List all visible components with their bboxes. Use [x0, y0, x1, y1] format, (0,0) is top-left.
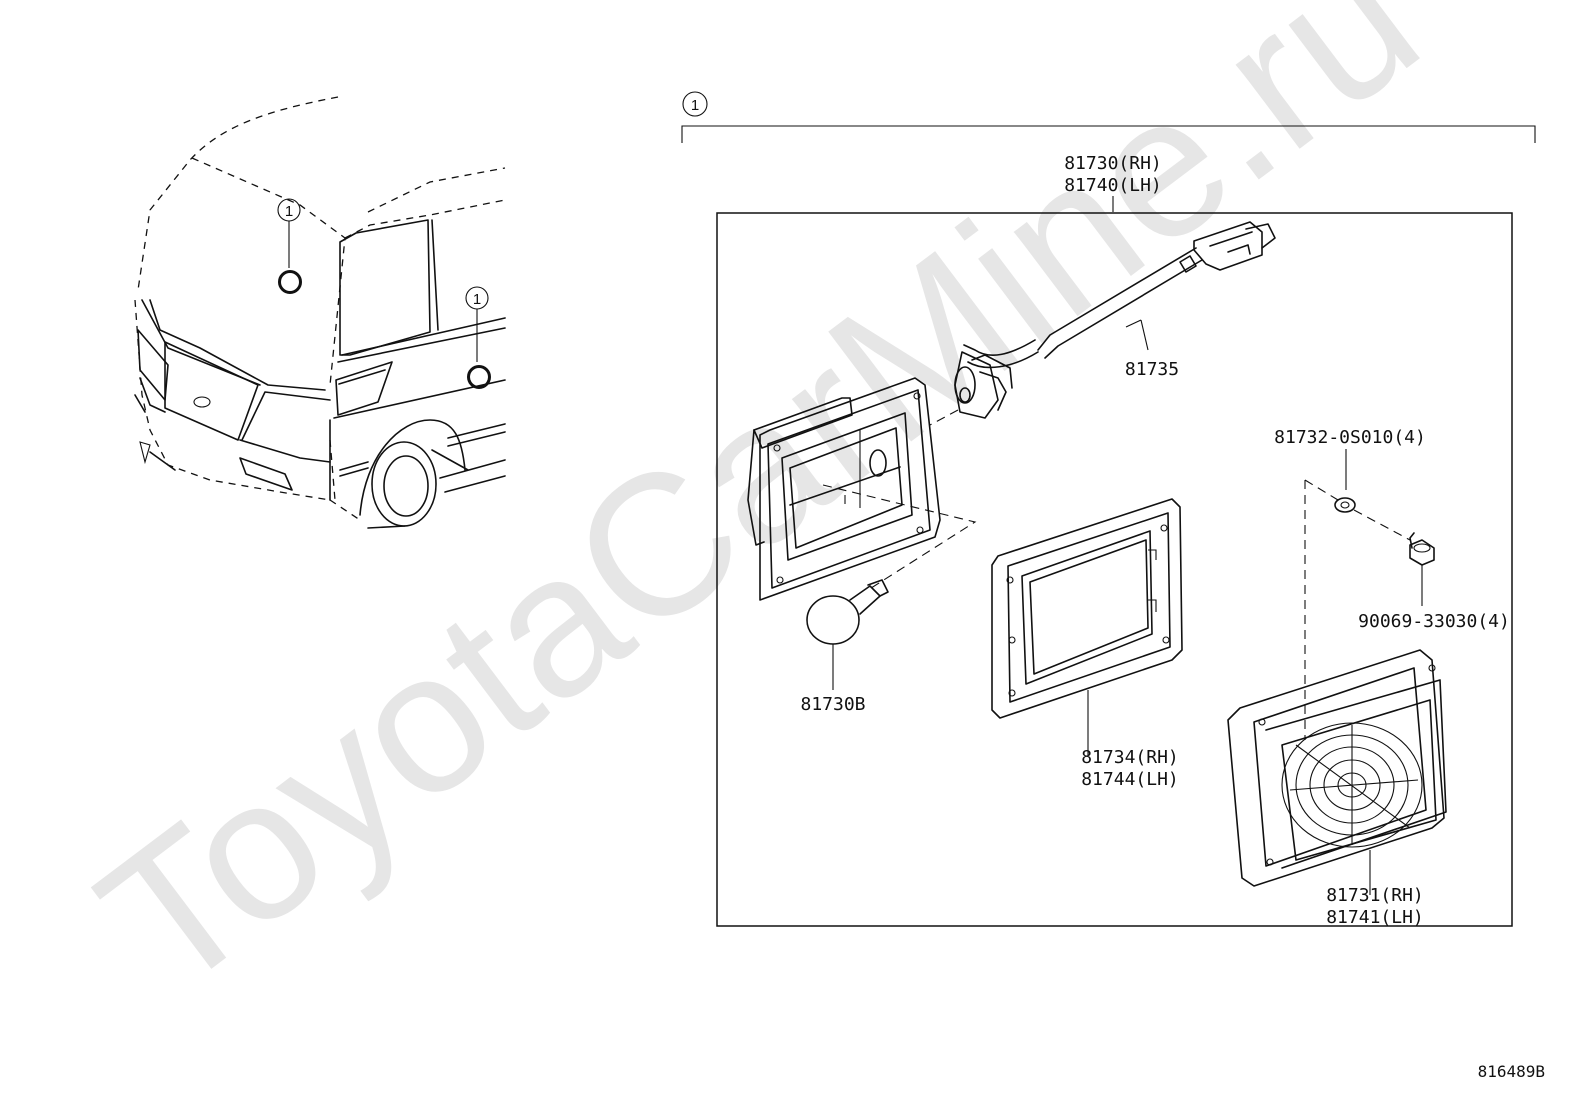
- label-gasket-rh: 81734(RH): [1081, 747, 1179, 768]
- label-lens-rh: 81731(RH): [1326, 885, 1424, 906]
- label-assy-rh: 81730(RH): [1064, 153, 1162, 174]
- vehicle-callout-side: 1: [473, 291, 481, 308]
- label-assy-lh: 81740(LH): [1064, 175, 1162, 196]
- watermark: ToyotaCarMine.ru: [62, 0, 1457, 1034]
- screw-part: [1409, 532, 1435, 606]
- socket-and-wire-part: [954, 221, 1276, 419]
- front-lamp-location-marker: [278, 270, 302, 294]
- lamp-housing-part: [747, 377, 941, 601]
- bulb-part: [806, 579, 889, 690]
- assembly-bracket: 1: [681, 91, 1536, 143]
- side-lamp-location-marker: [467, 365, 491, 389]
- label-screw: 90069-33030(4): [1358, 611, 1510, 632]
- label-bulb: 81730B: [800, 694, 865, 715]
- assembly-callout: 1: [691, 97, 699, 114]
- assembly-frame: [716, 212, 1513, 927]
- label-washer: 81732-0S010(4): [1274, 427, 1426, 448]
- label-lens-lh: 81741(LH): [1326, 907, 1424, 928]
- vehicle-outline: 1 1: [134, 96, 506, 529]
- diagram-id: 816489B: [1478, 1062, 1545, 1081]
- washer-part: [1334, 449, 1356, 513]
- lens-part: [1227, 649, 1447, 895]
- label-gasket-lh: 81744(LH): [1081, 769, 1179, 790]
- label-socket: 81735: [1125, 359, 1179, 380]
- gasket-part: [991, 498, 1183, 756]
- vehicle-callout-front: 1: [285, 203, 293, 220]
